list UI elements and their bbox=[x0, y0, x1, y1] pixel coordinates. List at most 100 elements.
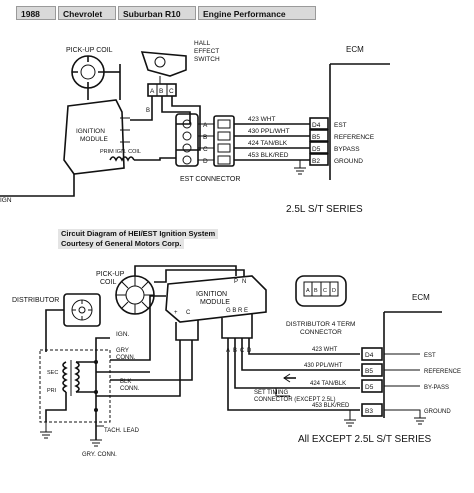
hall-pin-a: A bbox=[150, 88, 155, 95]
bottom-pickup-label-1: PICK-UP bbox=[96, 271, 125, 278]
bottom-coil-sec: SEC bbox=[47, 370, 58, 376]
est-connector-label: EST CONNECTOR bbox=[180, 176, 240, 183]
dist-conn-pin-a: A bbox=[306, 288, 310, 294]
est-connector bbox=[175, 113, 235, 167]
hall-label-1: HALL bbox=[194, 40, 211, 47]
top-pickup-coil bbox=[71, 55, 105, 89]
bottom-func-4: GROUND bbox=[424, 409, 451, 415]
top-ign-wire bbox=[0, 174, 75, 197]
bottom-distributor-label: DISTRIBUTOR bbox=[12, 297, 59, 304]
header-year: 1988 bbox=[16, 6, 56, 20]
hall-label-3: SWITCH bbox=[194, 56, 220, 63]
bottom-blk-conn-2: CONN. bbox=[120, 386, 140, 392]
top-func-2: REFERENCE bbox=[334, 134, 375, 141]
bottom-series-label: All EXCEPT 2.5L S/T SERIES bbox=[298, 434, 432, 445]
bottom-ign-label: IGN. bbox=[116, 331, 130, 338]
top-wire-2: 430 PPL/WHT bbox=[248, 128, 290, 135]
header-section: Engine Performance bbox=[198, 6, 316, 20]
bottom-pin-1: D4 bbox=[365, 352, 374, 359]
top-pin-1: D4 bbox=[312, 122, 321, 129]
top-ground-symbol bbox=[294, 160, 306, 175]
header-make: Chevrolet bbox=[58, 6, 116, 20]
hall-label-2: EFFECT bbox=[194, 48, 219, 55]
bottom-gry-conn-top-1: GRY bbox=[116, 348, 129, 354]
top-wire-1: 423 WHT bbox=[248, 116, 275, 123]
bottom-wire-1: 423 WHT bbox=[312, 347, 338, 353]
bottom-pickup-label-2: COIL bbox=[100, 279, 116, 286]
bottom-pin-4: B3 bbox=[365, 408, 373, 415]
bottom-ground-left bbox=[40, 422, 52, 439]
bottom-ign-wire bbox=[95, 337, 110, 352]
prim-coil-label: PRIM IGN. COIL bbox=[100, 149, 141, 155]
bottom-func-3: BY-PASS bbox=[424, 385, 449, 391]
bottom-coil-winding bbox=[62, 360, 80, 396]
top-func-3: BYPASS bbox=[334, 146, 360, 153]
dist-conn-pin-d: D bbox=[332, 288, 336, 294]
bottom-coil-housing bbox=[39, 349, 111, 423]
bottom-ecm-label: ECM bbox=[412, 293, 430, 302]
bottom-module-label-1: IGNITION bbox=[196, 291, 227, 298]
bottom-wire-3: 424 TAN/BLK bbox=[310, 381, 346, 387]
bottom-pickup-wire bbox=[134, 265, 237, 276]
bottom-func-1: EST bbox=[424, 353, 436, 359]
caption-line-2: Courtesy of General Motors Corp. bbox=[58, 239, 185, 249]
header-model: Suburban R10 bbox=[118, 6, 196, 20]
bottom-pin-3: D5 bbox=[365, 384, 374, 391]
bottom-module-pin-n: N bbox=[242, 279, 246, 285]
est-pin-d: D bbox=[203, 158, 208, 165]
bottom-pin-2: B5 bbox=[365, 368, 373, 375]
dist-conn-label-2: CONNECTOR bbox=[300, 329, 342, 336]
bottom-module-to-coil bbox=[110, 295, 166, 361]
set-timing-label-2: CONNECTOR (EXCEPT 2.5L) bbox=[254, 397, 335, 403]
bottom-wire-2: 430 PPL/WHT bbox=[304, 363, 343, 369]
bottom-dist-4-term-connector bbox=[295, 275, 347, 307]
prim-coil-wire bbox=[134, 157, 176, 161]
hall-wire-b-label: B bbox=[146, 108, 150, 114]
bottom-ecm-ground bbox=[384, 409, 426, 425]
bottom-wire-4: 453 BLK/RED bbox=[312, 403, 350, 409]
bottom-gry-conn-top-2: CONN. bbox=[116, 355, 136, 361]
bottom-distributor bbox=[63, 293, 101, 327]
conn-dot-2 bbox=[94, 390, 98, 394]
bottom-module-plus-c-wires bbox=[179, 340, 193, 352]
dist-conn-pin-c: C bbox=[323, 288, 327, 294]
set-timing-label-1: SET TIMING bbox=[254, 390, 288, 396]
bottom-pickup-wire-2 bbox=[154, 269, 245, 283]
top-pickup-coil-label: PICK-UP COIL bbox=[66, 47, 113, 54]
bottom-tach-lead: TACH. LEAD bbox=[104, 428, 140, 434]
top-wire-hall-b bbox=[161, 96, 191, 125]
prim-coil-winding bbox=[109, 156, 135, 162]
caption-line-1: Circuit Diagram of HEI/EST Ignition Syst… bbox=[58, 229, 219, 239]
dist-conn-pin-b: B bbox=[314, 288, 318, 294]
conn-dot-1 bbox=[94, 360, 98, 364]
top-func-4: GROUND bbox=[334, 158, 363, 165]
top-pin-4: B2 bbox=[312, 158, 320, 165]
top-pin-2: B5 bbox=[312, 134, 320, 141]
bottom-func-2: REFERENCE bbox=[424, 369, 461, 375]
top-wire-4: 453 BLK/RED bbox=[248, 152, 289, 159]
bottom-module-pin-p: P bbox=[234, 279, 238, 285]
bottom-module-pins-gbre: G B R E bbox=[226, 308, 248, 314]
est-pin-c: C bbox=[203, 146, 208, 153]
bottom-wire-ground bbox=[344, 410, 356, 427]
top-hall-effect-switch bbox=[140, 51, 187, 97]
top-wire-3: 424 TAN/BLK bbox=[248, 140, 288, 147]
bottom-distributor-wire bbox=[45, 309, 64, 352]
top-pin-3: D5 bbox=[312, 146, 321, 153]
bottom-pickup-coil bbox=[115, 275, 155, 315]
est-pin-a: A bbox=[203, 122, 208, 129]
bottom-gry-conn-bottom: GRY. CONN. bbox=[82, 452, 117, 458]
top-wire-hall-c bbox=[171, 96, 201, 151]
top-ecm-label: ECM bbox=[346, 45, 364, 54]
est-pin-b: B bbox=[203, 134, 207, 141]
bottom-ground-mid bbox=[90, 439, 102, 447]
hall-pin-c: C bbox=[169, 88, 174, 95]
bottom-module-pin-plus: + bbox=[174, 310, 178, 316]
hall-pin-b: B bbox=[159, 88, 163, 95]
top-module-label-2: MODULE bbox=[80, 136, 108, 143]
bottom-coil-pri: PRI bbox=[47, 388, 57, 394]
bottom-blk-conn-1: BLK bbox=[120, 379, 131, 385]
bottom-module-pin-c: C bbox=[186, 310, 191, 316]
top-func-1: EST bbox=[334, 122, 347, 129]
bottom-module-label-2: MODULE bbox=[200, 299, 230, 306]
